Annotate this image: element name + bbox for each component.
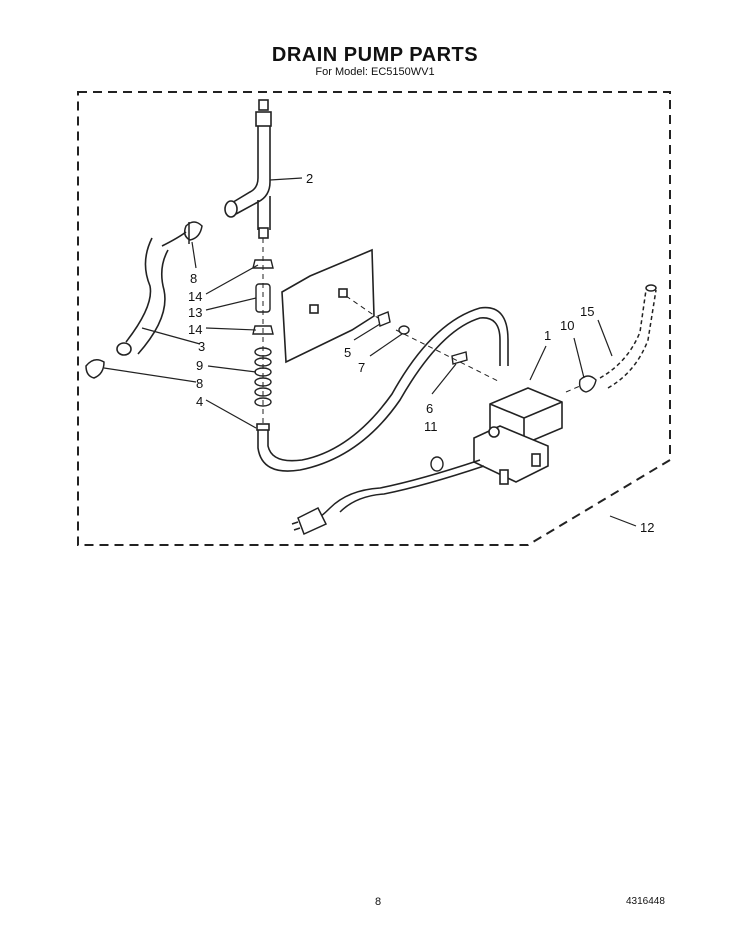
callout-11: 11	[424, 419, 438, 434]
callout-15: 15	[580, 304, 594, 319]
callout-12: 12	[640, 520, 654, 535]
part-2-tube	[224, 99, 272, 239]
callout-8-upper: 8	[190, 271, 197, 286]
page-number: 8	[375, 896, 382, 908]
document-part-number: 4316448	[626, 896, 665, 907]
part-3-hose	[116, 231, 187, 356]
part-10-clamp	[578, 375, 597, 393]
part-13-coupling	[255, 283, 271, 313]
part-5-nut	[377, 311, 391, 327]
part-4-hose	[256, 306, 509, 472]
kit-boundary	[77, 91, 671, 546]
callout-1: 1	[544, 328, 551, 343]
part-9-connector	[254, 347, 272, 407]
part-7-washer	[398, 325, 410, 335]
callout-10: 10	[560, 318, 574, 333]
part-6-screw	[451, 351, 468, 365]
callout-13: 13	[188, 305, 202, 320]
callout-3: 3	[198, 339, 205, 354]
part-1-pump	[473, 387, 563, 485]
mounting-plate	[281, 248, 375, 364]
leader-lines	[103, 177, 637, 527]
page-title: DRAIN PUMP PARTS	[271, 44, 479, 66]
callout-9: 9	[196, 358, 203, 373]
callout-14-upper: 14	[188, 289, 202, 304]
model-subtitle: For Model: EC5150WV1	[315, 66, 435, 78]
part-15-hose	[599, 284, 657, 389]
callout-8-lower: 8	[196, 376, 203, 391]
callout-2: 2	[306, 171, 313, 186]
part-14-upper-clip	[252, 259, 274, 269]
callout-4: 4	[196, 394, 203, 409]
part-11-grommet	[430, 456, 444, 472]
callout-6: 6	[426, 401, 433, 416]
part-8-upper-clamp	[183, 221, 203, 244]
callout-7: 7	[358, 360, 365, 375]
callout-5: 5	[344, 345, 351, 360]
power-cord	[291, 459, 485, 536]
part-8-lower-clamp	[85, 359, 105, 379]
guide-lines	[262, 238, 581, 424]
callout-14-lower: 14	[188, 322, 202, 337]
